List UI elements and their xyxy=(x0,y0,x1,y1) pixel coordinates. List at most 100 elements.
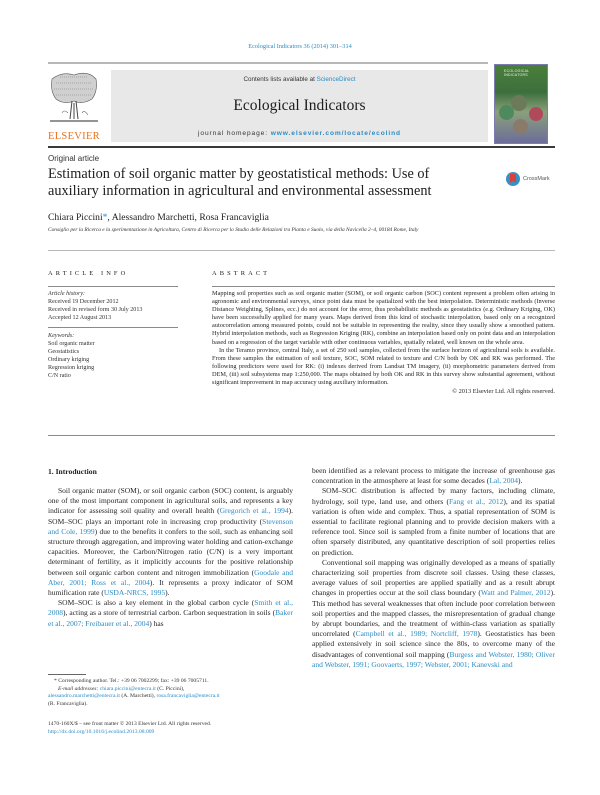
email-link[interactable]: alessandro.marchetti@entecra.it xyxy=(48,693,120,700)
email-label: E-mail addresses: xyxy=(58,685,100,692)
body-column-left: Soil organic matter (SOM), or soil organ… xyxy=(48,486,293,629)
text-run: been identified as a relevant process to… xyxy=(312,466,555,486)
article-info-divider xyxy=(48,327,178,328)
contents-prefix: Contents lists available at xyxy=(243,76,317,83)
abstract-top-rule xyxy=(212,286,555,287)
citation-link[interactable]: Stevenson and Cole, 1999 xyxy=(48,516,293,536)
body-paragraph: been identified as a relevant process to… xyxy=(312,466,555,486)
body-paragraph: Soil organic matter (SOM), or soil organ… xyxy=(48,486,293,598)
text-run: SOM–SOC distribution is affected by many… xyxy=(312,486,555,506)
issn-line: 1470-160X/$ – see front matter © 2013 El… xyxy=(48,721,212,727)
citation-link[interactable]: Goodale and Aber, 2001; Ross et al., 200… xyxy=(48,567,293,587)
body-paragraph: SOM–SOC distribution is affected by many… xyxy=(312,486,555,557)
body-column-right: been identified as a relevant process to… xyxy=(312,466,555,670)
footnotes: * Corresponding author. Tel.: +39 06 700… xyxy=(48,678,298,708)
elsevier-logo[interactable]: ELSEVIER xyxy=(48,69,100,142)
email-addresses: E-mail addresses: chiara.piccini@entecra… xyxy=(48,686,298,694)
keywords-label: Keywords: xyxy=(48,333,75,339)
text-run: Soil organic matter (SOM), or soil organ… xyxy=(48,486,293,516)
text-run: ) has xyxy=(149,618,164,628)
article-info-panel: Article history: Received 19 December 20… xyxy=(48,286,178,380)
cover-orb-icon xyxy=(529,107,543,121)
text-run: ). xyxy=(165,588,170,598)
article-type: Original article xyxy=(48,154,100,163)
journal-homepage-link[interactable]: www.elsevier.com/locate/ecolind xyxy=(270,130,401,137)
abstract-paragraph: Mapping soil properties such as soil org… xyxy=(212,290,555,346)
footnote-divider xyxy=(48,674,86,675)
contents-available-line: Contents lists available at ScienceDirec… xyxy=(111,76,488,83)
journal-banner: Contents lists available at ScienceDirec… xyxy=(111,70,488,142)
email-owner: (R. Francaviglia). xyxy=(48,700,88,707)
citation-link[interactable]: Gregorich et al., 1994 xyxy=(219,506,289,516)
email-owner: (C. Piccini), xyxy=(155,685,185,692)
journal-cover-thumbnail[interactable]: ECOLOGICAL INDICATORS xyxy=(494,64,548,144)
masthead-bottom-rule xyxy=(48,146,555,148)
citation-link[interactable]: Smith et al., 2008 xyxy=(48,598,294,618)
keyword: Soil organic matter xyxy=(48,341,95,347)
section-heading-introduction: 1. Introduction xyxy=(48,467,97,476)
text-run: ). It represents a proxy indicator of SO… xyxy=(48,577,293,598)
corresponding-author-note: * Corresponding author. Tel.: +39 06 700… xyxy=(54,678,209,684)
elsevier-tree-icon xyxy=(50,72,98,122)
abstract-bottom-rule xyxy=(48,435,555,436)
text-run: ), acting as a store of terrestrial carb… xyxy=(63,608,276,618)
author-names-rest: , Alessandro Marchetti, Rosa Francavigli… xyxy=(107,212,269,223)
journal-title: Ecological Indicators xyxy=(233,97,366,114)
author-list: Chiara Piccini*, Alessandro Marchetti, R… xyxy=(48,212,269,223)
publisher-wordmark: ELSEVIER xyxy=(48,131,100,142)
affiliation-divider xyxy=(48,250,555,251)
homepage-prefix: journal homepage: xyxy=(198,130,271,137)
history-revised: Received in revised form 30 July 2013 xyxy=(48,307,143,313)
history-received: Received 19 December 2012 xyxy=(48,299,119,305)
cover-orb-icon xyxy=(499,105,514,120)
text-run: ). SOM–SOC plays an important role in in… xyxy=(48,506,293,526)
journal-homepage-line: journal homepage: www.elsevier.com/locat… xyxy=(111,130,488,137)
text-run: SOM–SOC is also a key element in the glo… xyxy=(58,598,255,608)
article-info-top-rule xyxy=(48,286,178,287)
citation-link[interactable]: Campbell et al., 1989; Nortcliff, 1978 xyxy=(355,629,478,639)
keyword: C/N ratio xyxy=(48,373,71,379)
sciencedirect-link[interactable]: ScienceDirect xyxy=(316,76,356,83)
text-run: ) due to the benefits it confers to the … xyxy=(48,526,293,577)
affiliation: Consiglio per la Ricerca e la sperimenta… xyxy=(48,227,419,233)
citation-link[interactable]: USDA-NRCS, 1995 xyxy=(103,588,166,598)
article-history-label: Article history: xyxy=(48,291,86,297)
citation-link[interactable]: Baker et al., 2007; Freibauer et al., 20… xyxy=(48,608,293,628)
journal-masthead: ELSEVIER Contents lists available at Sci… xyxy=(48,62,555,148)
keyword: Regression kriging xyxy=(48,365,95,371)
citation-link[interactable]: Burgess and Webster, 1980; Oliver and We… xyxy=(312,649,555,669)
abstract-paragraph: In the Teramo province, central Italy, a… xyxy=(212,346,555,387)
doi-link[interactable]: http://dx.doi.org/10.1016/j.ecolind.2013… xyxy=(48,728,155,735)
cover-title: ECOLOGICAL INDICATORS xyxy=(504,69,530,77)
citation-link[interactable]: Watt and Palmer, 2012 xyxy=(480,588,551,598)
history-accepted: Accepted 12 August 2013 xyxy=(48,315,112,321)
keyword: Ordinary kriging xyxy=(48,357,90,363)
email-link[interactable]: chiara.piccini@entecra.it xyxy=(99,685,156,692)
email-addresses-cont: alessandro.marchetti@entecra.it (A. Marc… xyxy=(48,693,298,701)
abstract-label: ABSTRACT xyxy=(212,270,271,277)
crossmark-label: CrossMark xyxy=(523,176,550,182)
email-link[interactable]: rosa.francaviglia@entecra.it xyxy=(156,693,220,700)
masthead-top-rule xyxy=(48,62,488,64)
citation-link[interactable]: Lal, 2004 xyxy=(489,476,518,486)
body-paragraph: SOM–SOC is also a key element in the glo… xyxy=(48,598,293,629)
citation-link[interactable]: Fang et al., 2012 xyxy=(449,496,504,506)
cover-orb-icon xyxy=(513,119,528,134)
keyword: Geostatistics xyxy=(48,349,80,355)
crossmark-badge[interactable]: CrossMark xyxy=(506,172,550,186)
body-paragraph: Conventional soil mapping was originally… xyxy=(312,558,555,670)
text-run: Conventional soil mapping was originally… xyxy=(312,557,555,598)
journal-citation[interactable]: Ecological Indicators 36 (2014) 301–314 xyxy=(248,43,352,50)
author-name[interactable]: Chiara Piccini xyxy=(48,212,103,223)
text-run: ). xyxy=(517,476,523,486)
cover-orb-icon xyxy=(511,95,527,111)
text-run: ). Geostatistics has been applied extens… xyxy=(312,629,555,659)
article-title: Estimation of soil organic matter by geo… xyxy=(48,166,432,199)
abstract-copyright: © 2013 Elsevier Ltd. All rights reserved… xyxy=(452,387,555,395)
abstract-body: Mapping soil properties such as soil org… xyxy=(212,290,555,396)
issn-block: 1470-160X/$ – see front matter © 2013 El… xyxy=(48,721,308,736)
email-owner: (A. Marchetti), xyxy=(119,693,157,700)
corresponding-author-marker[interactable]: * xyxy=(102,212,108,223)
text-run: ), and its spatial variation is often wi… xyxy=(312,496,555,557)
text-run: ). This method has several weaknesses th… xyxy=(312,588,555,639)
